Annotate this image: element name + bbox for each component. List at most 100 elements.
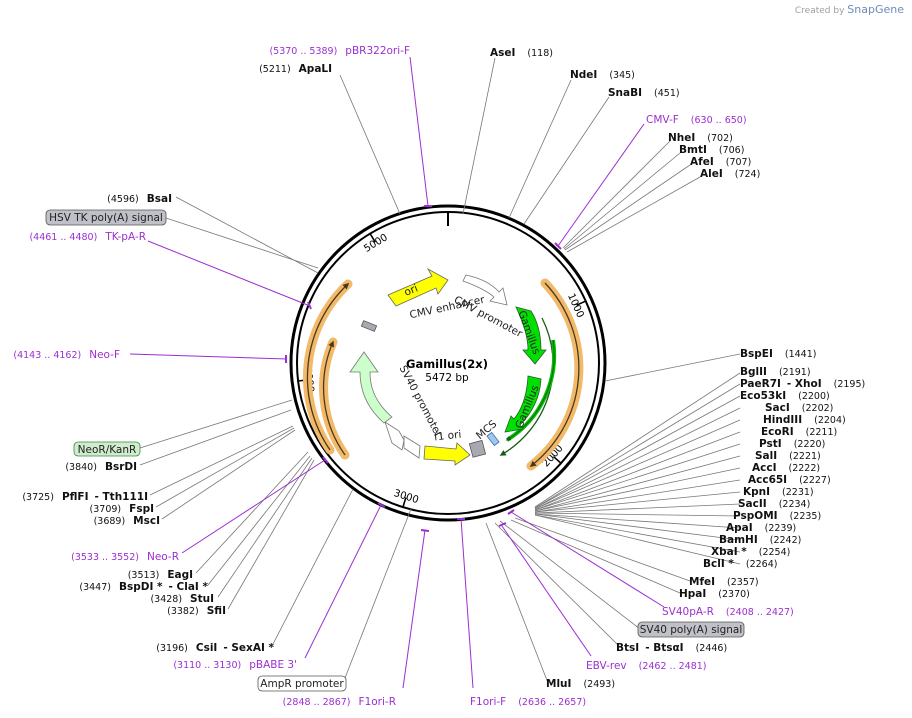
svg-text:PspOMI(2235): PspOMI(2235): [733, 510, 821, 522]
enzyme-name-alt: - SexAI *: [223, 642, 274, 654]
enzyme-pos: (451): [654, 88, 680, 99]
primer-range: (5370 .. 5389): [269, 46, 337, 57]
enzyme-pos: (3196): [156, 643, 188, 654]
leader-sv40-polya: [499, 520, 641, 630]
feature-cmv-promoter-label: CMV promoter: [452, 294, 525, 340]
primer-mark-neo-r: [322, 456, 329, 464]
leader-mcs-fan-10: [534, 479, 741, 513]
leader-mfei: [514, 517, 691, 582]
enzyme-name: SacII: [738, 498, 767, 510]
enzyme-labels: AseI(118) NdeI(345) SnaBI(451) NheI(702)…: [22, 47, 865, 690]
enzyme-name: Eco53kI: [740, 390, 786, 402]
svg-text:MfeI(2357): MfeI(2357): [689, 576, 759, 588]
leader-mcs-fan-2: [534, 383, 741, 509]
enzyme-pos: (3513): [128, 570, 160, 581]
enzyme-pos: (707): [726, 157, 752, 168]
svg-text:Eco53kI(2200): Eco53kI (2200): [740, 390, 830, 402]
feature-ori-label: ori: [403, 282, 420, 298]
feature-box-neor-kanr: [73, 441, 141, 457]
outer-feature-arcs: [303, 278, 584, 471]
svg-text:BglII(2191): BglII (2191): [740, 366, 811, 378]
svg-text:BamHI(2242): BamHI(2242): [719, 534, 801, 546]
enzyme-name: StuI: [190, 593, 214, 605]
leader-bspei: [604, 353, 741, 382]
svg-text:(3709)FspI: (3709)FspI: [90, 503, 154, 515]
svg-text:(3840)BsrDI: (3840) BsrDI: [65, 461, 137, 473]
feature-ori-arrow: [387, 267, 449, 307]
svg-text:MluI(2493): MluI(2493): [546, 678, 615, 690]
enzyme-pos: (724): [735, 169, 761, 180]
enzyme-pos: (2446): [696, 643, 728, 654]
enzyme-pos: (1441): [785, 349, 817, 360]
feature-box-hsv-tk: [45, 209, 167, 226]
leader-mcs-fan-16: [534, 514, 741, 553]
primer-range: (4461 .. 4480): [29, 232, 97, 243]
gamillus-line-outer: [499, 317, 554, 456]
enzyme-name: BsrDI: [105, 461, 137, 473]
leader-mcs-fan-5: [534, 419, 741, 510]
svg-text:(3725)PflFI- Tth111I: (3725)PflFI- Tth111I: [22, 491, 148, 503]
enzyme-name: PspOMI: [733, 510, 778, 522]
primer-name: pBABE 3': [249, 659, 297, 671]
leader-ampr-promoter: [344, 508, 412, 679]
primer-range: (3110 .. 3130): [173, 660, 241, 671]
enzyme-name: BglII: [740, 366, 767, 378]
leader-hsv-tk: [165, 217, 319, 269]
enzyme-name: BmtI: [679, 144, 707, 156]
enzyme-pos: (5211): [259, 64, 291, 75]
leader-mcs-fan-4: [534, 407, 741, 510]
pleader-f1ori-r: [402, 529, 426, 689]
enzyme-name: BclI *: [703, 558, 734, 570]
svg-text:SV40pA-R(2408 .. 2427): SV40pA-R(2408 .. 2427): [662, 606, 794, 618]
enzyme-name: SalI: [755, 450, 777, 462]
enzyme-name: MluI: [546, 678, 571, 690]
pleader-pbr322ori-f: [409, 56, 429, 207]
svg-text:(3447)BspDI *- ClaI *: (3447)BspDI *- ClaI *: [79, 581, 208, 593]
primer-range: (630 .. 650): [691, 115, 747, 126]
feature-gamillus-2-arrow: [504, 375, 542, 433]
leader-neor-kanr: [139, 399, 293, 449]
svg-text:AleI(724): AleI(724): [700, 168, 760, 180]
svg-text:HpaI(2370): HpaI(2370): [679, 588, 750, 600]
feature-white-arrow-2: [384, 421, 405, 451]
leader-mcs-fan-12: [534, 503, 741, 514]
feature-box-ampr-promoter-text: AmpR promoter: [260, 678, 344, 690]
enzyme-pos: (3447): [79, 582, 111, 593]
svg-text:PaeR7I- XhoI(2195): PaeR7I- XhoI(2195): [740, 378, 865, 390]
enzyme-pos: (118): [527, 48, 553, 59]
enzyme-pos: (345): [609, 70, 635, 81]
feature-grey-box-left: [360, 320, 378, 332]
leader-ndei: [508, 79, 572, 219]
pleader-tk-pa-r: [147, 240, 311, 307]
primer-mark-sv40pa-r: [507, 509, 515, 515]
enzyme-name: KpnI: [743, 486, 770, 498]
svg-text:KpnI(2231): KpnI(2231): [743, 486, 814, 498]
enzyme-name: ApaI: [726, 522, 753, 534]
enzyme-pos: (3689): [94, 516, 126, 527]
leader-bsrdi: [139, 409, 292, 466]
primer-name: CMV-F: [646, 114, 679, 126]
leader-bspdi: [207, 455, 311, 586]
leader-mcs-fan-3: [534, 395, 741, 509]
enzyme-name: SfiI: [207, 605, 226, 617]
enzyme-name: NdeI: [570, 69, 597, 81]
enzyme-name: HpaI: [679, 588, 706, 600]
primer-range: (3533 .. 3552): [71, 552, 139, 563]
feature-box-sv40-polya-text: SV40 poly(A) signal: [640, 624, 743, 636]
enzyme-pos: (2191): [779, 367, 811, 378]
leader-mcs-fan-7: [534, 443, 741, 511]
enzyme-pos: (3840): [65, 462, 97, 473]
enzyme-pos: (2200): [798, 391, 830, 402]
enzyme-name: BtsI: [616, 642, 639, 654]
enzyme-pos: (2264): [746, 559, 778, 570]
enzyme-name: EagI: [167, 569, 193, 581]
pleader-f1ori-f: [460, 518, 474, 689]
svg-text:BclI *(2264): BclI * (2264): [703, 558, 777, 570]
svg-text:(3533 .. 3552)Neo-R: (3533 .. 3552)Neo-R: [71, 551, 179, 563]
primer-range: (2636 .. 2657): [518, 697, 586, 708]
tick-mark: [576, 300, 587, 306]
enzyme-pos: (2221): [789, 451, 821, 462]
tick-mark: [552, 455, 562, 464]
enzyme-pos: (2204): [814, 415, 846, 426]
primer-name: F1ori-F: [470, 696, 506, 708]
